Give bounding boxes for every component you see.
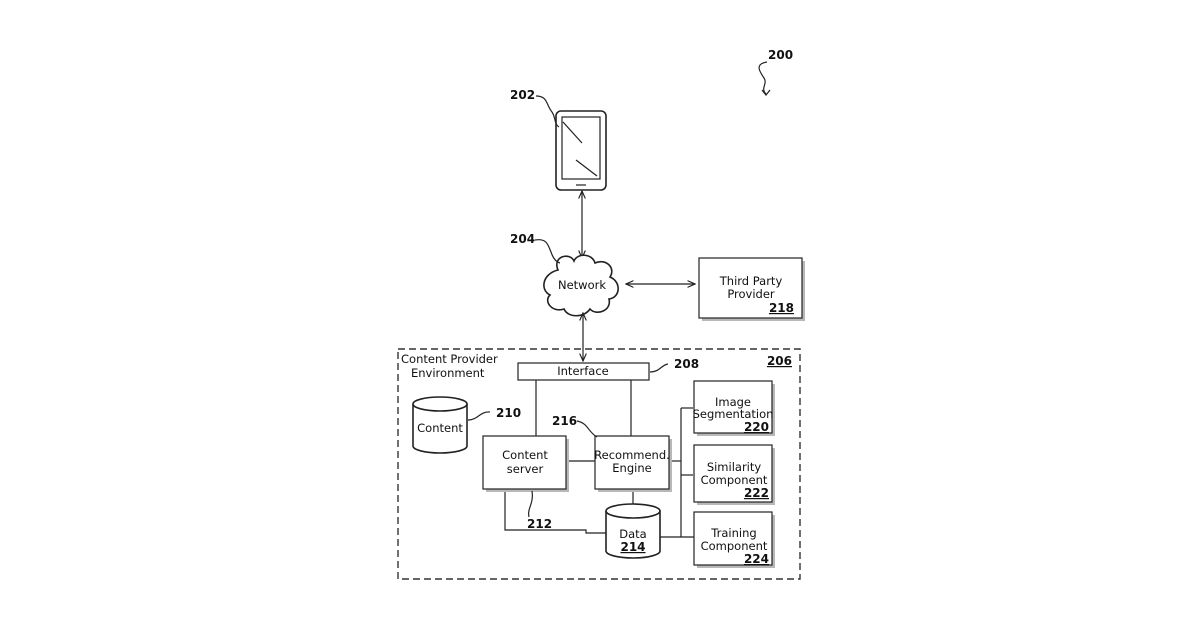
content-server: Content server 212 xyxy=(483,436,569,531)
device-ref-leader xyxy=(536,96,559,127)
data-ref: 214 xyxy=(620,540,645,554)
third-party-line1: Third Party xyxy=(719,274,783,288)
figure-ref-arrowhead xyxy=(762,90,770,95)
segmentation-line2: Segmentation xyxy=(693,407,774,421)
network-ref-leader xyxy=(535,240,560,263)
client-device: 202 xyxy=(510,88,606,190)
engine-line1: Recommend. xyxy=(594,448,670,462)
data-label: Data xyxy=(619,527,646,541)
figure-ref-group: 200 xyxy=(759,48,793,95)
third-party-provider: Third Party Provider 218 xyxy=(699,258,805,321)
engine-ref-label: 216 xyxy=(552,414,577,428)
training-line2: Component xyxy=(701,539,768,553)
similarity-component: Similarity Component 222 xyxy=(694,445,775,505)
network-cloud: Network 204 xyxy=(510,232,618,316)
data-store: Data 214 xyxy=(606,504,660,558)
figure-ref-label: 200 xyxy=(768,48,793,62)
similarity-ref: 222 xyxy=(744,486,769,500)
content-ref-leader xyxy=(468,412,490,420)
device-ref-label: 202 xyxy=(510,88,535,102)
network-ref-label: 204 xyxy=(510,232,535,246)
server-data-link xyxy=(505,489,606,533)
third-party-line2: Provider xyxy=(727,287,775,301)
interface-label: Interface xyxy=(557,364,609,378)
third-party-ref: 218 xyxy=(769,301,794,315)
content-label: Content xyxy=(417,421,463,435)
training-ref: 224 xyxy=(744,552,769,566)
content-cylinder-top xyxy=(413,397,467,411)
recommendation-engine: Recommend. Engine 216 xyxy=(552,414,672,492)
interface-ref-label: 208 xyxy=(674,357,699,371)
content-server-ref-label: 212 xyxy=(527,517,552,531)
environment-line1: Content Provider xyxy=(401,352,498,366)
content-ref-label: 210 xyxy=(496,406,521,420)
figure-ref-leader xyxy=(759,62,767,94)
engine-ref-leader xyxy=(577,421,597,437)
image-segmentation: Image Segmentation 220 xyxy=(693,381,775,436)
content-server-line1: Content xyxy=(502,448,548,462)
content-server-ref-leader xyxy=(529,491,533,517)
environment-line2: Environment xyxy=(411,366,485,380)
similarity-line1: Similarity xyxy=(707,460,762,474)
content-server-line2: server xyxy=(507,462,544,476)
interface: Interface 208 xyxy=(518,357,699,380)
similarity-line2: Component xyxy=(701,473,768,487)
training-line1: Training xyxy=(710,526,756,540)
segmentation-ref: 220 xyxy=(744,420,769,434)
training-component: Training Component 224 xyxy=(694,512,775,568)
engine-line2: Engine xyxy=(612,461,651,475)
interface-ref-leader xyxy=(650,364,668,372)
environment-ref: 206 xyxy=(767,354,792,368)
network-label: Network xyxy=(558,278,606,292)
data-cylinder-top xyxy=(606,504,660,518)
